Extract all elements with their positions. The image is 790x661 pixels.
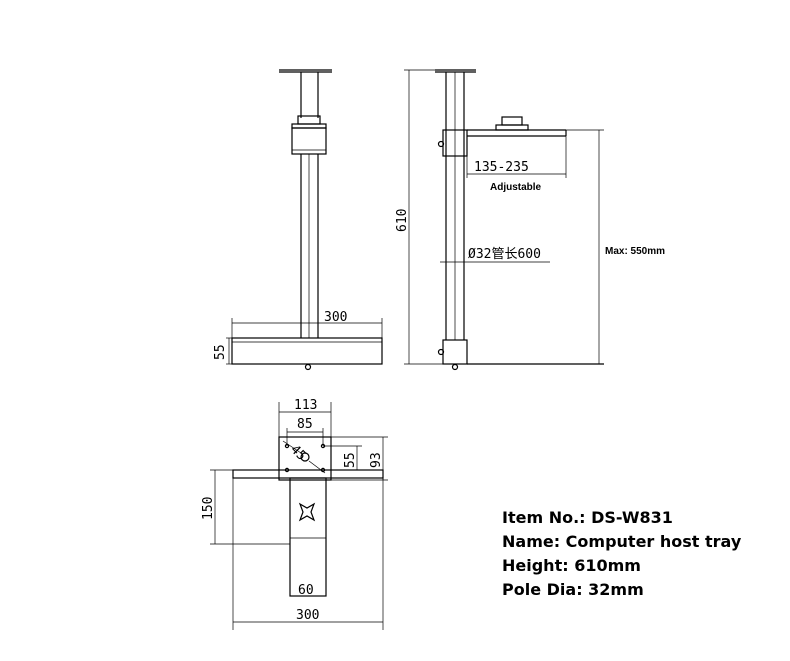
slot-width-label: 60	[298, 583, 314, 598]
top-view: 45 113 85 55 93 150 60	[201, 398, 388, 630]
pole-note-label: Ø32管长600	[468, 247, 541, 262]
max-height-note: Max: 550mm	[605, 246, 665, 257]
side-view: 135-235 Adjustable Ø32管长600 610 Max: 550…	[395, 69, 665, 371]
side-total-height-label: 610	[395, 209, 410, 232]
front-view: 300 55	[213, 69, 383, 371]
front-base-width-label: 300	[324, 310, 347, 325]
top-inner-width-label: 85	[297, 417, 313, 432]
spec-name: Name: Computer host tray	[502, 532, 742, 551]
front-base-height-label: 55	[213, 344, 228, 360]
top-total-height-label: 93	[369, 452, 384, 468]
top-outer-width-label: 113	[294, 398, 317, 413]
bottom-width-label: 300	[296, 608, 319, 623]
spec-height: Height: 610mm	[502, 556, 641, 575]
spec-item-no: Item No.: DS-W831	[502, 508, 673, 527]
top-hole-offset-label: 55	[343, 452, 358, 468]
base-depth-label: 150	[201, 497, 216, 520]
tray-adjust-range-label: 135-235	[474, 160, 529, 175]
tray-adjust-note: Adjustable	[490, 182, 542, 193]
spec-pole-dia: Pole Dia: 32mm	[502, 580, 644, 599]
spec-block: Item No.: DS-W831 Name: Computer host tr…	[502, 506, 741, 602]
